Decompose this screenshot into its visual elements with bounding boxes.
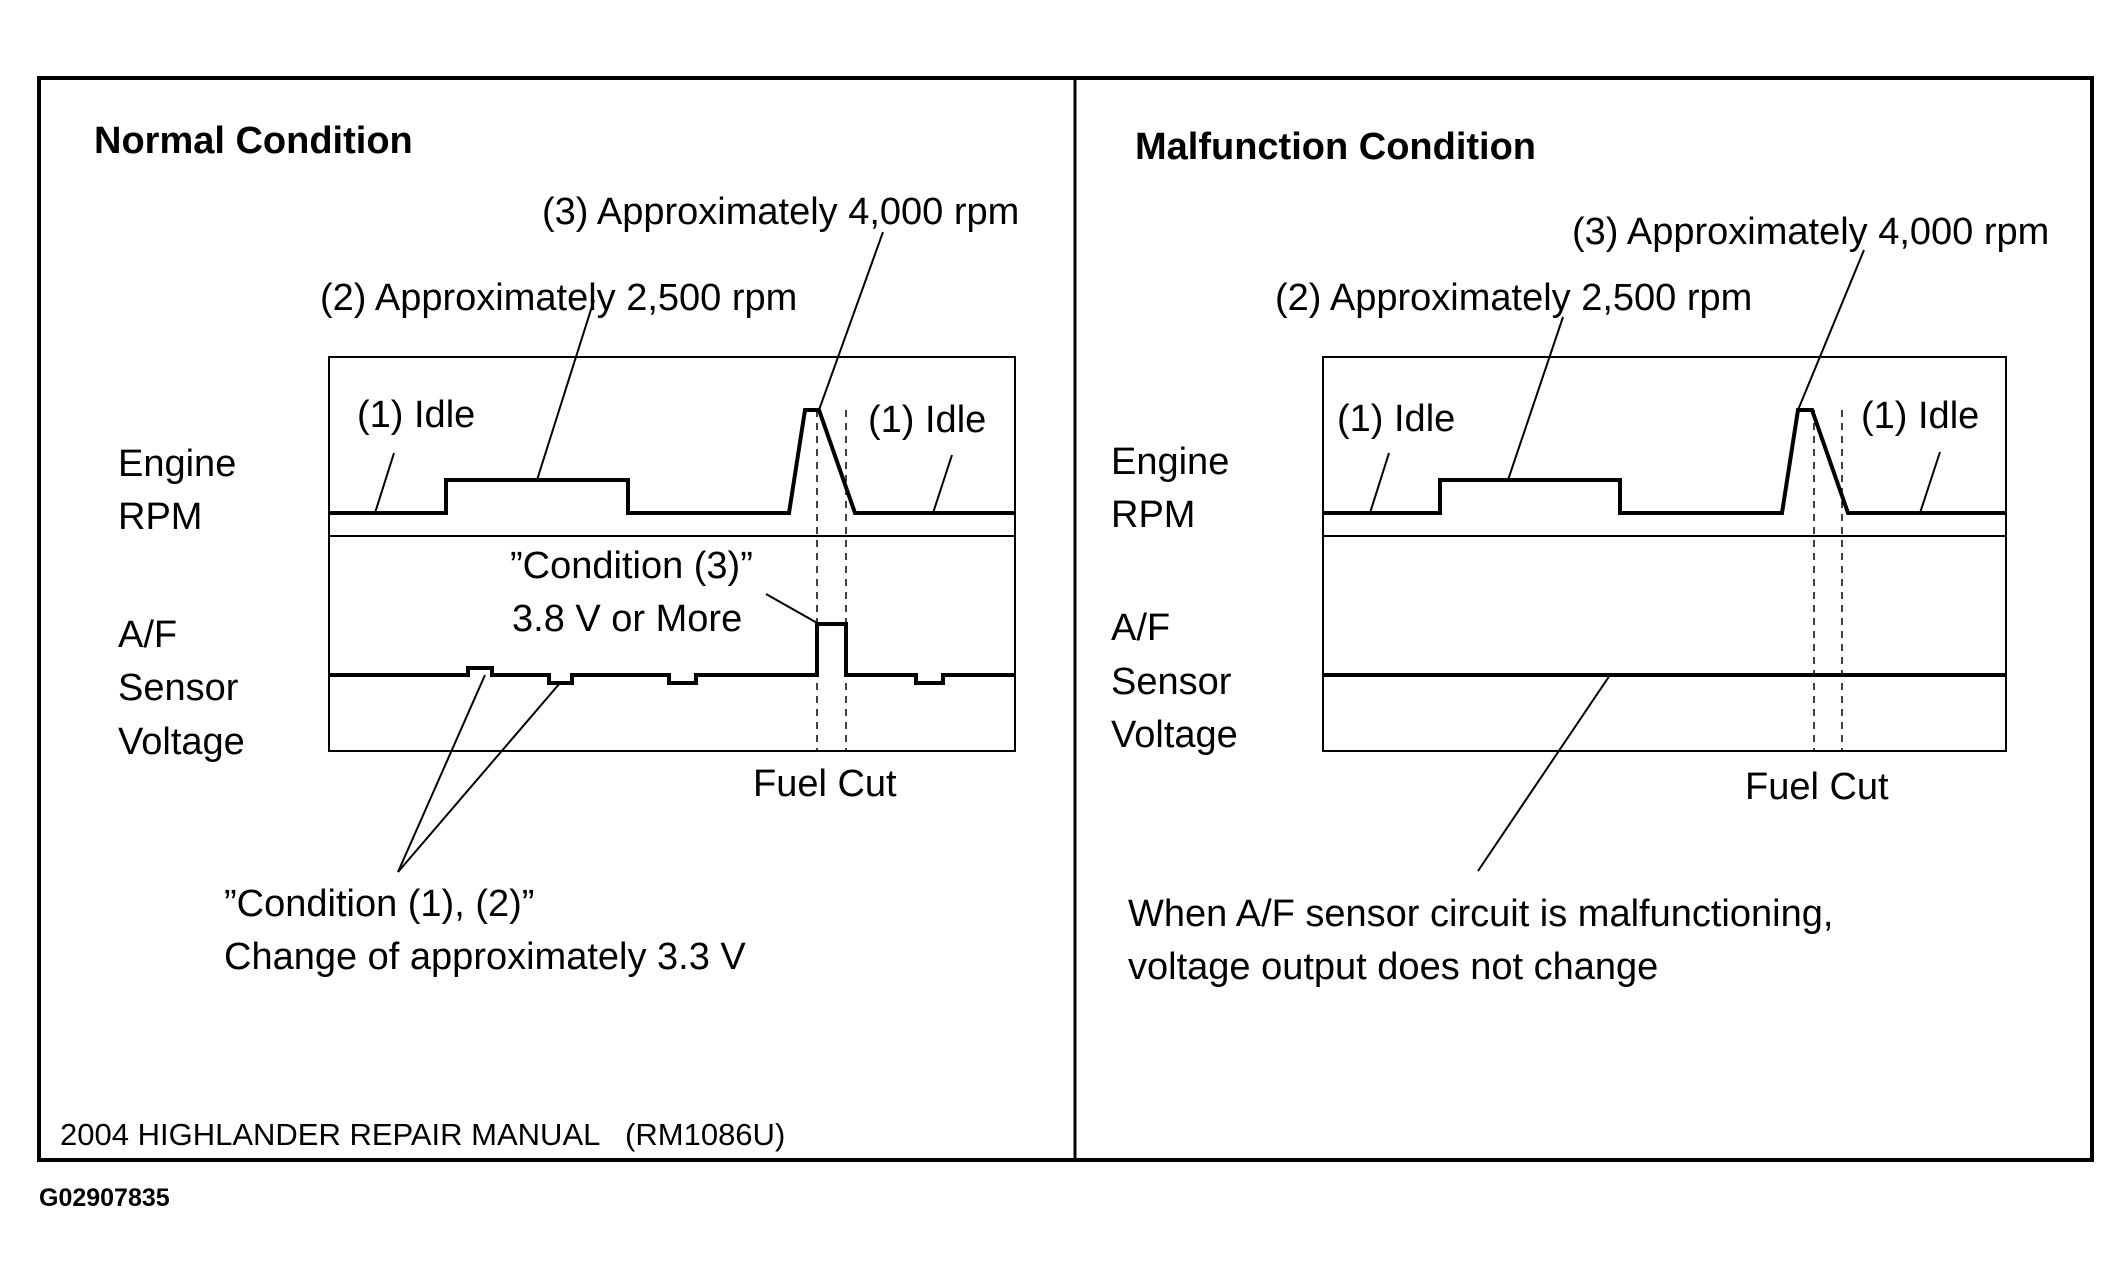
normal-label-fuel-cut: Fuel Cut <box>753 763 897 805</box>
normal-label-cond3-value: 3.8 V or More <box>512 598 742 640</box>
malfunction-label-af: A/F <box>1111 607 1170 649</box>
normal-leader-cond12-a <box>397 674 486 873</box>
malfunction-label-cond3-rpm: (3) Approximately 4,000 rpm <box>1572 211 2049 253</box>
normal-label-cond2-rpm: (2) Approximately 2,500 rpm <box>320 277 797 319</box>
malfunction-leader-cond3-rpm <box>1797 249 1865 411</box>
normal-leader-cond2-rpm <box>536 299 595 481</box>
malfunction-condition-panel: Malfunction Condition (3) Approximately … <box>1111 126 2049 988</box>
malfunction-label-rpm: RPM <box>1111 494 1195 536</box>
normal-label-idle-right: (1) Idle <box>868 399 986 441</box>
malfunction-note-line2: voltage output does not change <box>1128 946 1658 988</box>
normal-leader-cond12-b <box>397 682 561 873</box>
malfunction-leader-note <box>1477 674 1611 872</box>
malfunction-label-voltage: Voltage <box>1111 714 1238 756</box>
normal-label-voltage: Voltage <box>118 721 245 763</box>
normal-voltage-graph-box <box>328 535 1016 752</box>
figure-code: G02907835 <box>39 1184 170 1212</box>
malfunction-leader-idle-left <box>1369 452 1390 514</box>
malfunction-label-idle-right: (1) Idle <box>1861 395 1979 437</box>
malfunction-leader-idle-right <box>1919 451 1941 514</box>
normal-leader-idle-right <box>932 454 953 514</box>
malfunction-rpm-graph-box <box>1322 356 2007 537</box>
malfunction-label-idle-left: (1) Idle <box>1337 398 1455 440</box>
normal-rpm-graph-box <box>328 356 1016 537</box>
malfunction-voltage-graph-box <box>1322 535 2007 752</box>
normal-label-rpm: RPM <box>118 496 202 538</box>
malfunction-label-fuel-cut: Fuel Cut <box>1745 766 1889 808</box>
manual-footer: 2004 HIGHLANDER REPAIR MANUAL (RM1086U) <box>60 1117 785 1152</box>
malfunction-label-cond2-rpm: (2) Approximately 2,500 rpm <box>1275 277 1752 319</box>
normal-label-af: A/F <box>118 614 177 656</box>
normal-leader-idle-left <box>374 452 395 514</box>
normal-label-cond12-value: Change of approximately 3.3 V <box>224 936 746 978</box>
normal-label-cond3-rpm: (3) Approximately 4,000 rpm <box>542 191 1019 233</box>
malfunction-panel-title: Malfunction Condition <box>1135 126 1536 168</box>
malfunction-label-engine: Engine <box>1111 441 1229 483</box>
normal-label-cond3-quote: ”Condition (3)” <box>510 545 753 587</box>
normal-rpm-trace <box>329 408 1015 515</box>
normal-panel-title: Normal Condition <box>94 120 413 162</box>
malfunction-leader-cond2-rpm <box>1507 316 1564 481</box>
malfunction-rpm-trace <box>1323 408 2006 515</box>
normal-condition-panel: Normal Condition (3) Approximately 4,000… <box>60 120 1019 1152</box>
outer-frame <box>37 76 2094 1162</box>
normal-leader-cond3-voltage <box>765 593 820 625</box>
normal-label-cond12-quote: ”Condition (1), (2)” <box>224 883 534 925</box>
malfunction-note-line1: When A/F sensor circuit is malfunctionin… <box>1128 893 1833 935</box>
normal-voltage-trace <box>329 622 1015 685</box>
normal-label-engine: Engine <box>118 443 236 485</box>
normal-label-idle-left: (1) Idle <box>357 394 475 436</box>
normal-label-sensor: Sensor <box>118 667 239 709</box>
malfunction-label-sensor: Sensor <box>1111 661 1232 703</box>
normal-leader-cond3-rpm <box>818 231 884 411</box>
